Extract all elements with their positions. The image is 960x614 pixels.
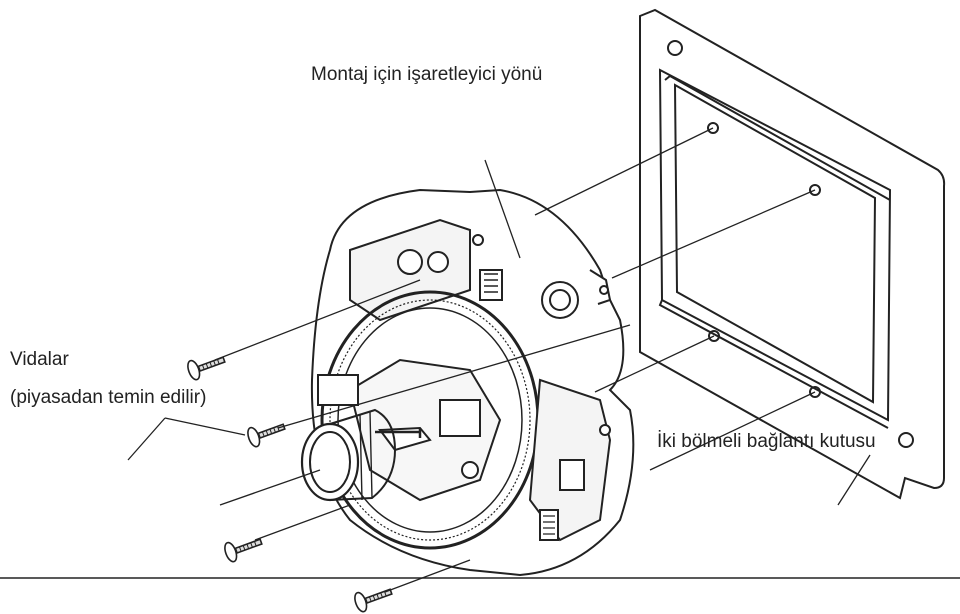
- screws-note-label: (piyasadan temin edilir): [10, 387, 207, 408]
- junction-box-label: İki bölmeli bağlantı kutusu: [657, 431, 876, 452]
- screw-icon: [187, 356, 226, 381]
- camera-base: [300, 188, 635, 577]
- leader-lines: [127, 159, 871, 506]
- screw-icon: [354, 588, 393, 613]
- junction-box: [639, 8, 946, 500]
- alignment-lines: [214, 127, 816, 593]
- marker-direction-label: Montaj için işaretleyici yönü: [311, 64, 543, 85]
- screw-icon: [224, 538, 263, 563]
- screw-icon: [247, 423, 286, 448]
- screws-label: Vidalar: [10, 349, 69, 370]
